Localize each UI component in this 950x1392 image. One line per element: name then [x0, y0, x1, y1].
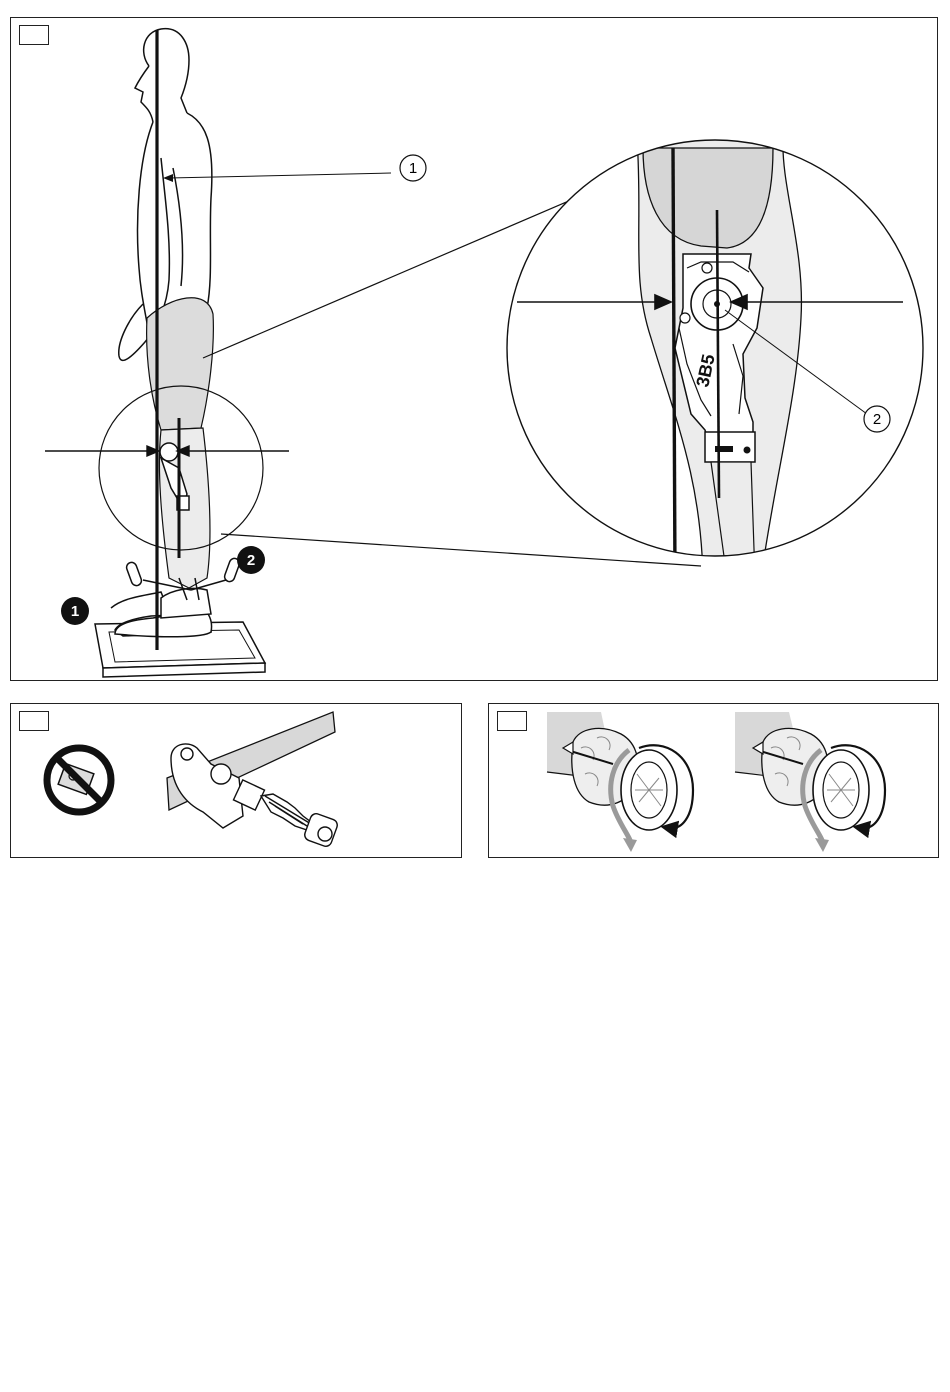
- callout-label-2: 2: [873, 411, 881, 428]
- badge-label-1: 1: [71, 603, 79, 620]
- alignment-illustration: 1 1 2: [11, 18, 939, 682]
- badge-label-2: 2: [247, 552, 255, 569]
- no-cutting-icon: [47, 748, 111, 812]
- rotation-figure-panel: [488, 703, 939, 858]
- rear-shoe: [115, 588, 212, 636]
- rotation-illustration: [489, 704, 940, 859]
- rotation-step-1: [547, 712, 693, 852]
- cutting-figure-panel: [10, 703, 462, 858]
- rotation-step-2: [735, 712, 885, 852]
- callout-label-1: 1: [409, 160, 417, 177]
- alignment-figure-panel: 1 1 2: [10, 17, 938, 681]
- callout-leader-1: [163, 155, 426, 182]
- zoom-detail: 3B5: [501, 138, 939, 578]
- pipe-cutter-illustration: [11, 704, 463, 859]
